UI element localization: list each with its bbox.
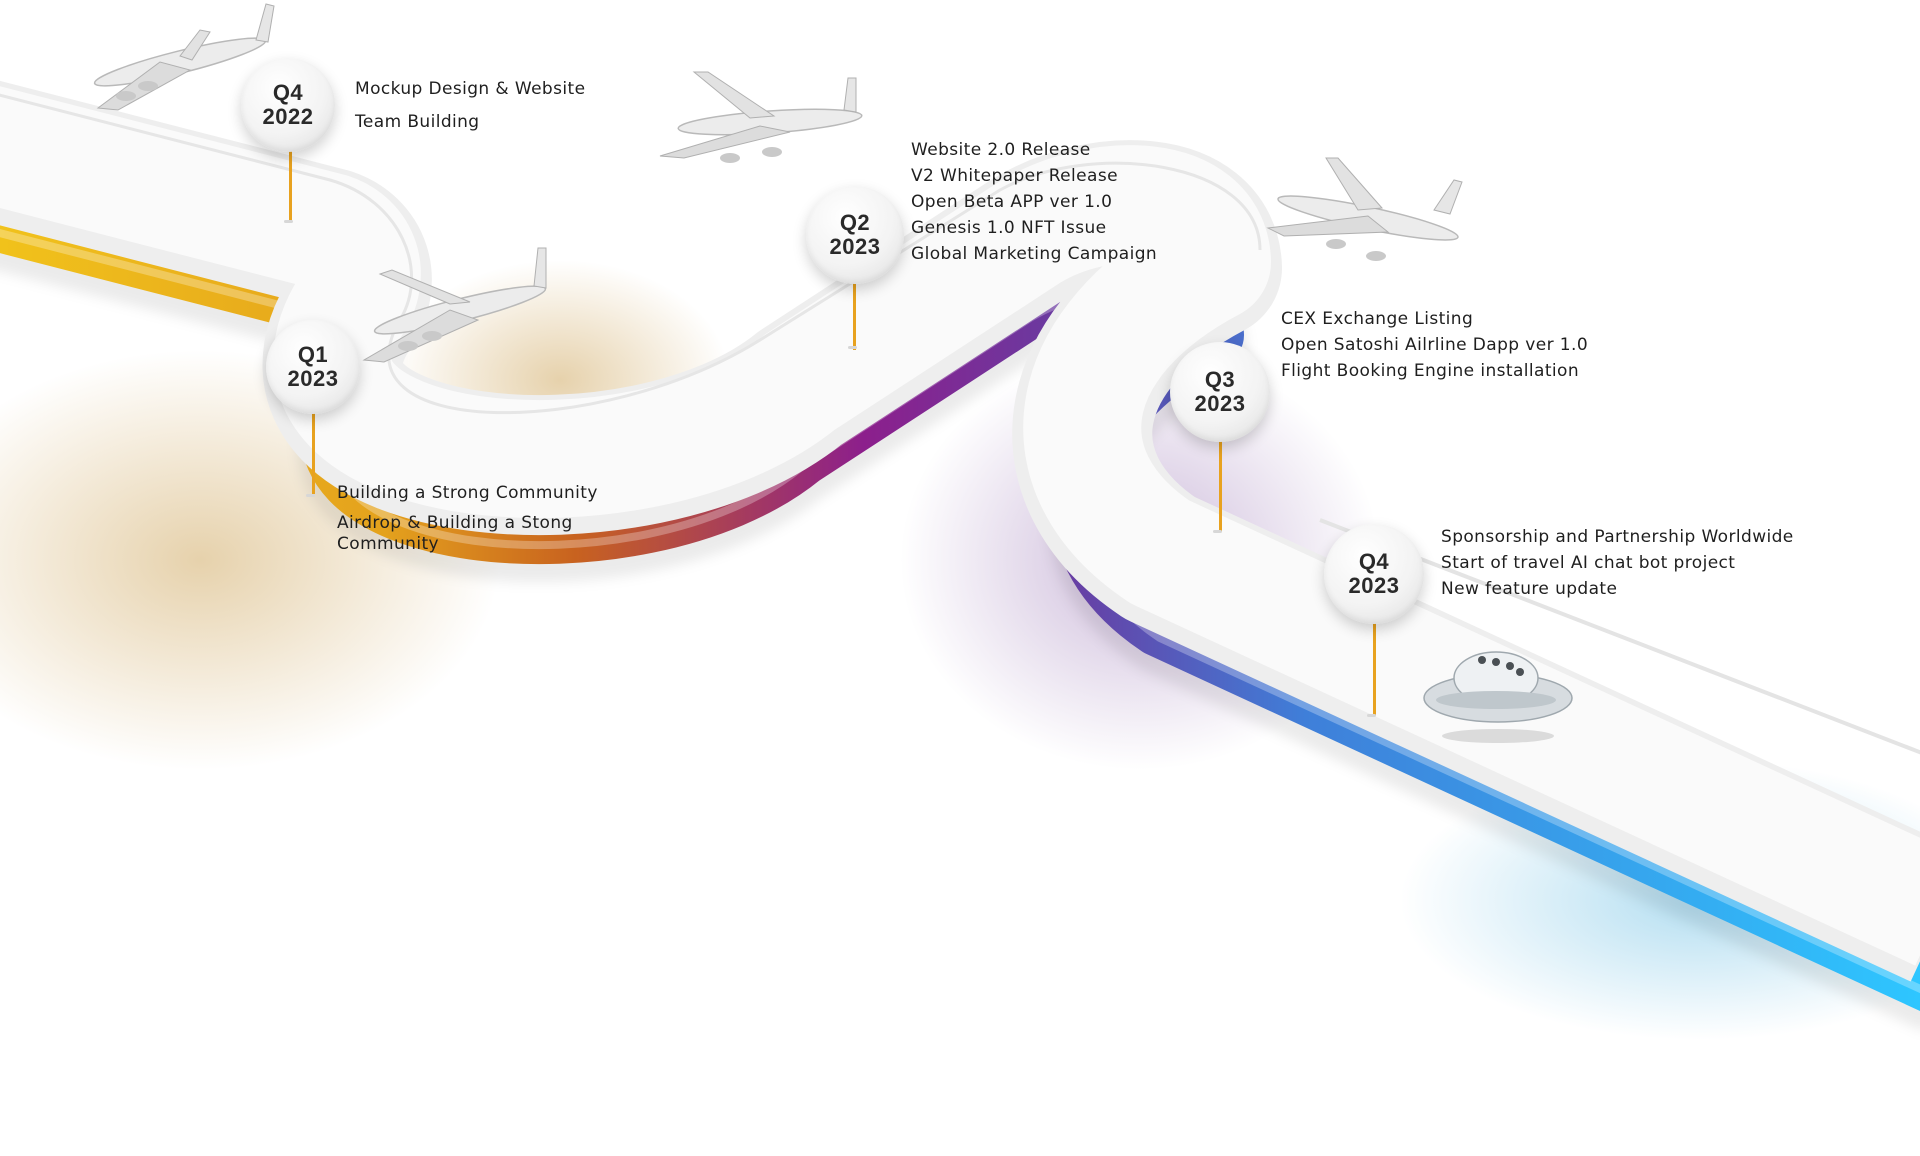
milestone-year: 2023	[829, 234, 881, 259]
milestone-item: Mockup Design & Website	[355, 79, 586, 99]
milestone-year: 2023	[1194, 391, 1246, 416]
milestone-item: Open Beta APP ver 1.0	[911, 192, 1113, 212]
milestone-item: Open Satoshi Ailrline Dapp ver 1.0	[1281, 335, 1589, 355]
milestone-item: Flight Booking Engine installation	[1281, 361, 1579, 381]
milestone-pin	[312, 398, 315, 494]
pin-base	[848, 346, 857, 349]
milestone-notes-q4-2023: Sponsorship and Partnership Worldwide St…	[1441, 524, 1794, 602]
milestone-quarter: Q4	[272, 80, 304, 106]
milestone-badge-q3-2023: Q3 2023	[1170, 342, 1270, 442]
milestone-quarter: Q2	[839, 210, 871, 236]
airplane-icon	[1266, 157, 1463, 261]
milestone-quarter: Q3	[1204, 367, 1236, 393]
pin-base	[1213, 530, 1222, 533]
milestone-pin	[1219, 430, 1222, 532]
milestone-quarter: Q4	[1358, 549, 1390, 575]
airplane-icon	[93, 3, 275, 111]
airplane-icon	[659, 71, 863, 163]
milestone-item: Website 2.0 Release	[911, 140, 1091, 160]
milestone-notes-q4-2022: Mockup Design & Website Team Building	[355, 76, 585, 142]
milestone-item: Airdrop & Building a Stong Community	[337, 513, 573, 554]
ufo-icon	[1423, 651, 1573, 743]
milestone-year: 2022	[262, 104, 314, 129]
milestone-item: Team Building	[355, 112, 480, 132]
milestone-item: CEX Exchange Listing	[1281, 309, 1474, 329]
milestone-quarter: Q1	[297, 342, 329, 368]
milestone-badge-q4-2022: Q4 2022	[241, 58, 335, 152]
milestone-pin	[289, 142, 292, 222]
milestone-notes-q3-2023: CEX Exchange Listing Open Satoshi Ailrli…	[1281, 306, 1588, 384]
milestone-item: Start of travel AI chat bot project	[1441, 553, 1736, 573]
pin-base	[306, 494, 315, 497]
milestone-badge-q1-2023: Q1 2023	[266, 320, 360, 414]
airplane-icon	[362, 247, 547, 363]
milestone-badge-q2-2023: Q2 2023	[806, 186, 904, 284]
milestone-item: Sponsorship and Partnership Worldwide	[1441, 527, 1794, 547]
milestone-item: New feature update	[1441, 579, 1618, 599]
milestone-pin	[853, 270, 856, 350]
milestone-badge-q4-2023: Q4 2023	[1324, 524, 1424, 624]
milestone-year: 2023	[287, 366, 339, 391]
milestone-notes-q1-2023: Building a Strong Community Airdrop & Bu…	[337, 480, 598, 562]
pin-base	[284, 220, 293, 223]
milestone-item: V2 Whitepaper Release	[911, 166, 1118, 186]
milestone-item: Building a Strong Community	[337, 483, 598, 503]
milestone-item: Genesis 1.0 NFT Issue	[911, 218, 1107, 238]
milestone-item: Global Marketing Campaign	[911, 244, 1158, 264]
pin-base	[1367, 714, 1376, 717]
milestone-notes-q2-2023: Website 2.0 Release V2 Whitepaper Releas…	[911, 137, 1157, 267]
milestone-year: 2023	[1348, 573, 1400, 598]
milestone-pin	[1373, 618, 1376, 716]
